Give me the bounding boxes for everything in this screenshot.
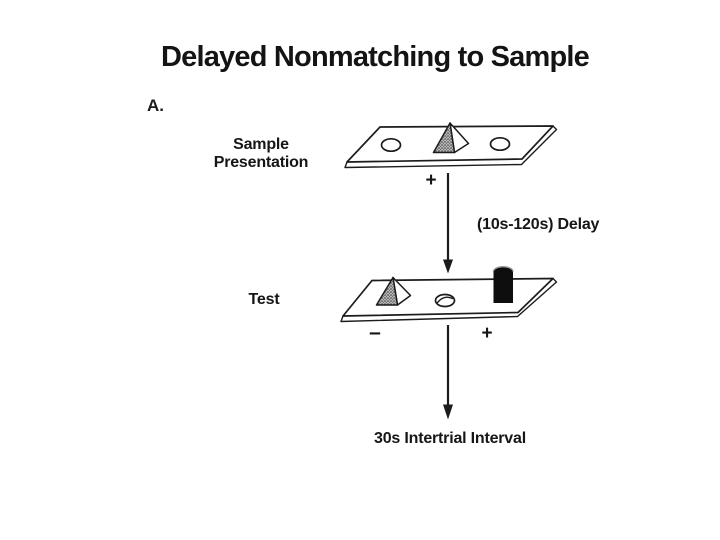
test-tray	[340, 277, 558, 323]
sample-presentation-label: Sample Presentation	[195, 136, 327, 172]
slide-title: Delayed Nonmatching to Sample	[161, 41, 590, 73]
sample-presentation-label-line2: Presentation	[213, 154, 309, 171]
sample-tray-right-well	[489, 136, 511, 152]
test-nonreward-minus-sign: –	[369, 321, 381, 344]
intertrial-interval-label: 30s Intertrial Interval	[374, 430, 526, 447]
test-reward-plus-sign: +	[481, 323, 493, 344]
sample-reward-plus-sign: +	[425, 170, 437, 191]
panel-label: A.	[147, 96, 164, 115]
test-object-pyramid	[375, 276, 412, 306]
test-pyramid-front-face	[375, 276, 399, 306]
sample-object-pyramid	[432, 122, 470, 154]
cylinder-top-rim-highlight	[492, 266, 514, 272]
cylinder-body	[493, 271, 513, 303]
cylinder-top-face	[493, 266, 513, 277]
delay-arrow	[443, 173, 453, 274]
delay-label: (10s-120s) Delay	[477, 216, 600, 233]
test-tray-edge-thickness	[340, 277, 558, 323]
delay-arrow-head	[443, 259, 453, 274]
sample-presentation-label-line1: Sample	[233, 136, 289, 153]
sample-pyramid-front-face	[432, 122, 456, 154]
iti-arrow-head	[443, 404, 453, 420]
sample-tray-left-well	[380, 137, 402, 153]
test-tray-center-well-inner-rim	[436, 296, 454, 304]
iti-arrow	[443, 325, 453, 420]
sample-tray-edge-thickness	[344, 125, 558, 169]
test-label: Test	[248, 291, 280, 308]
test-object-cylinder	[492, 266, 514, 303]
